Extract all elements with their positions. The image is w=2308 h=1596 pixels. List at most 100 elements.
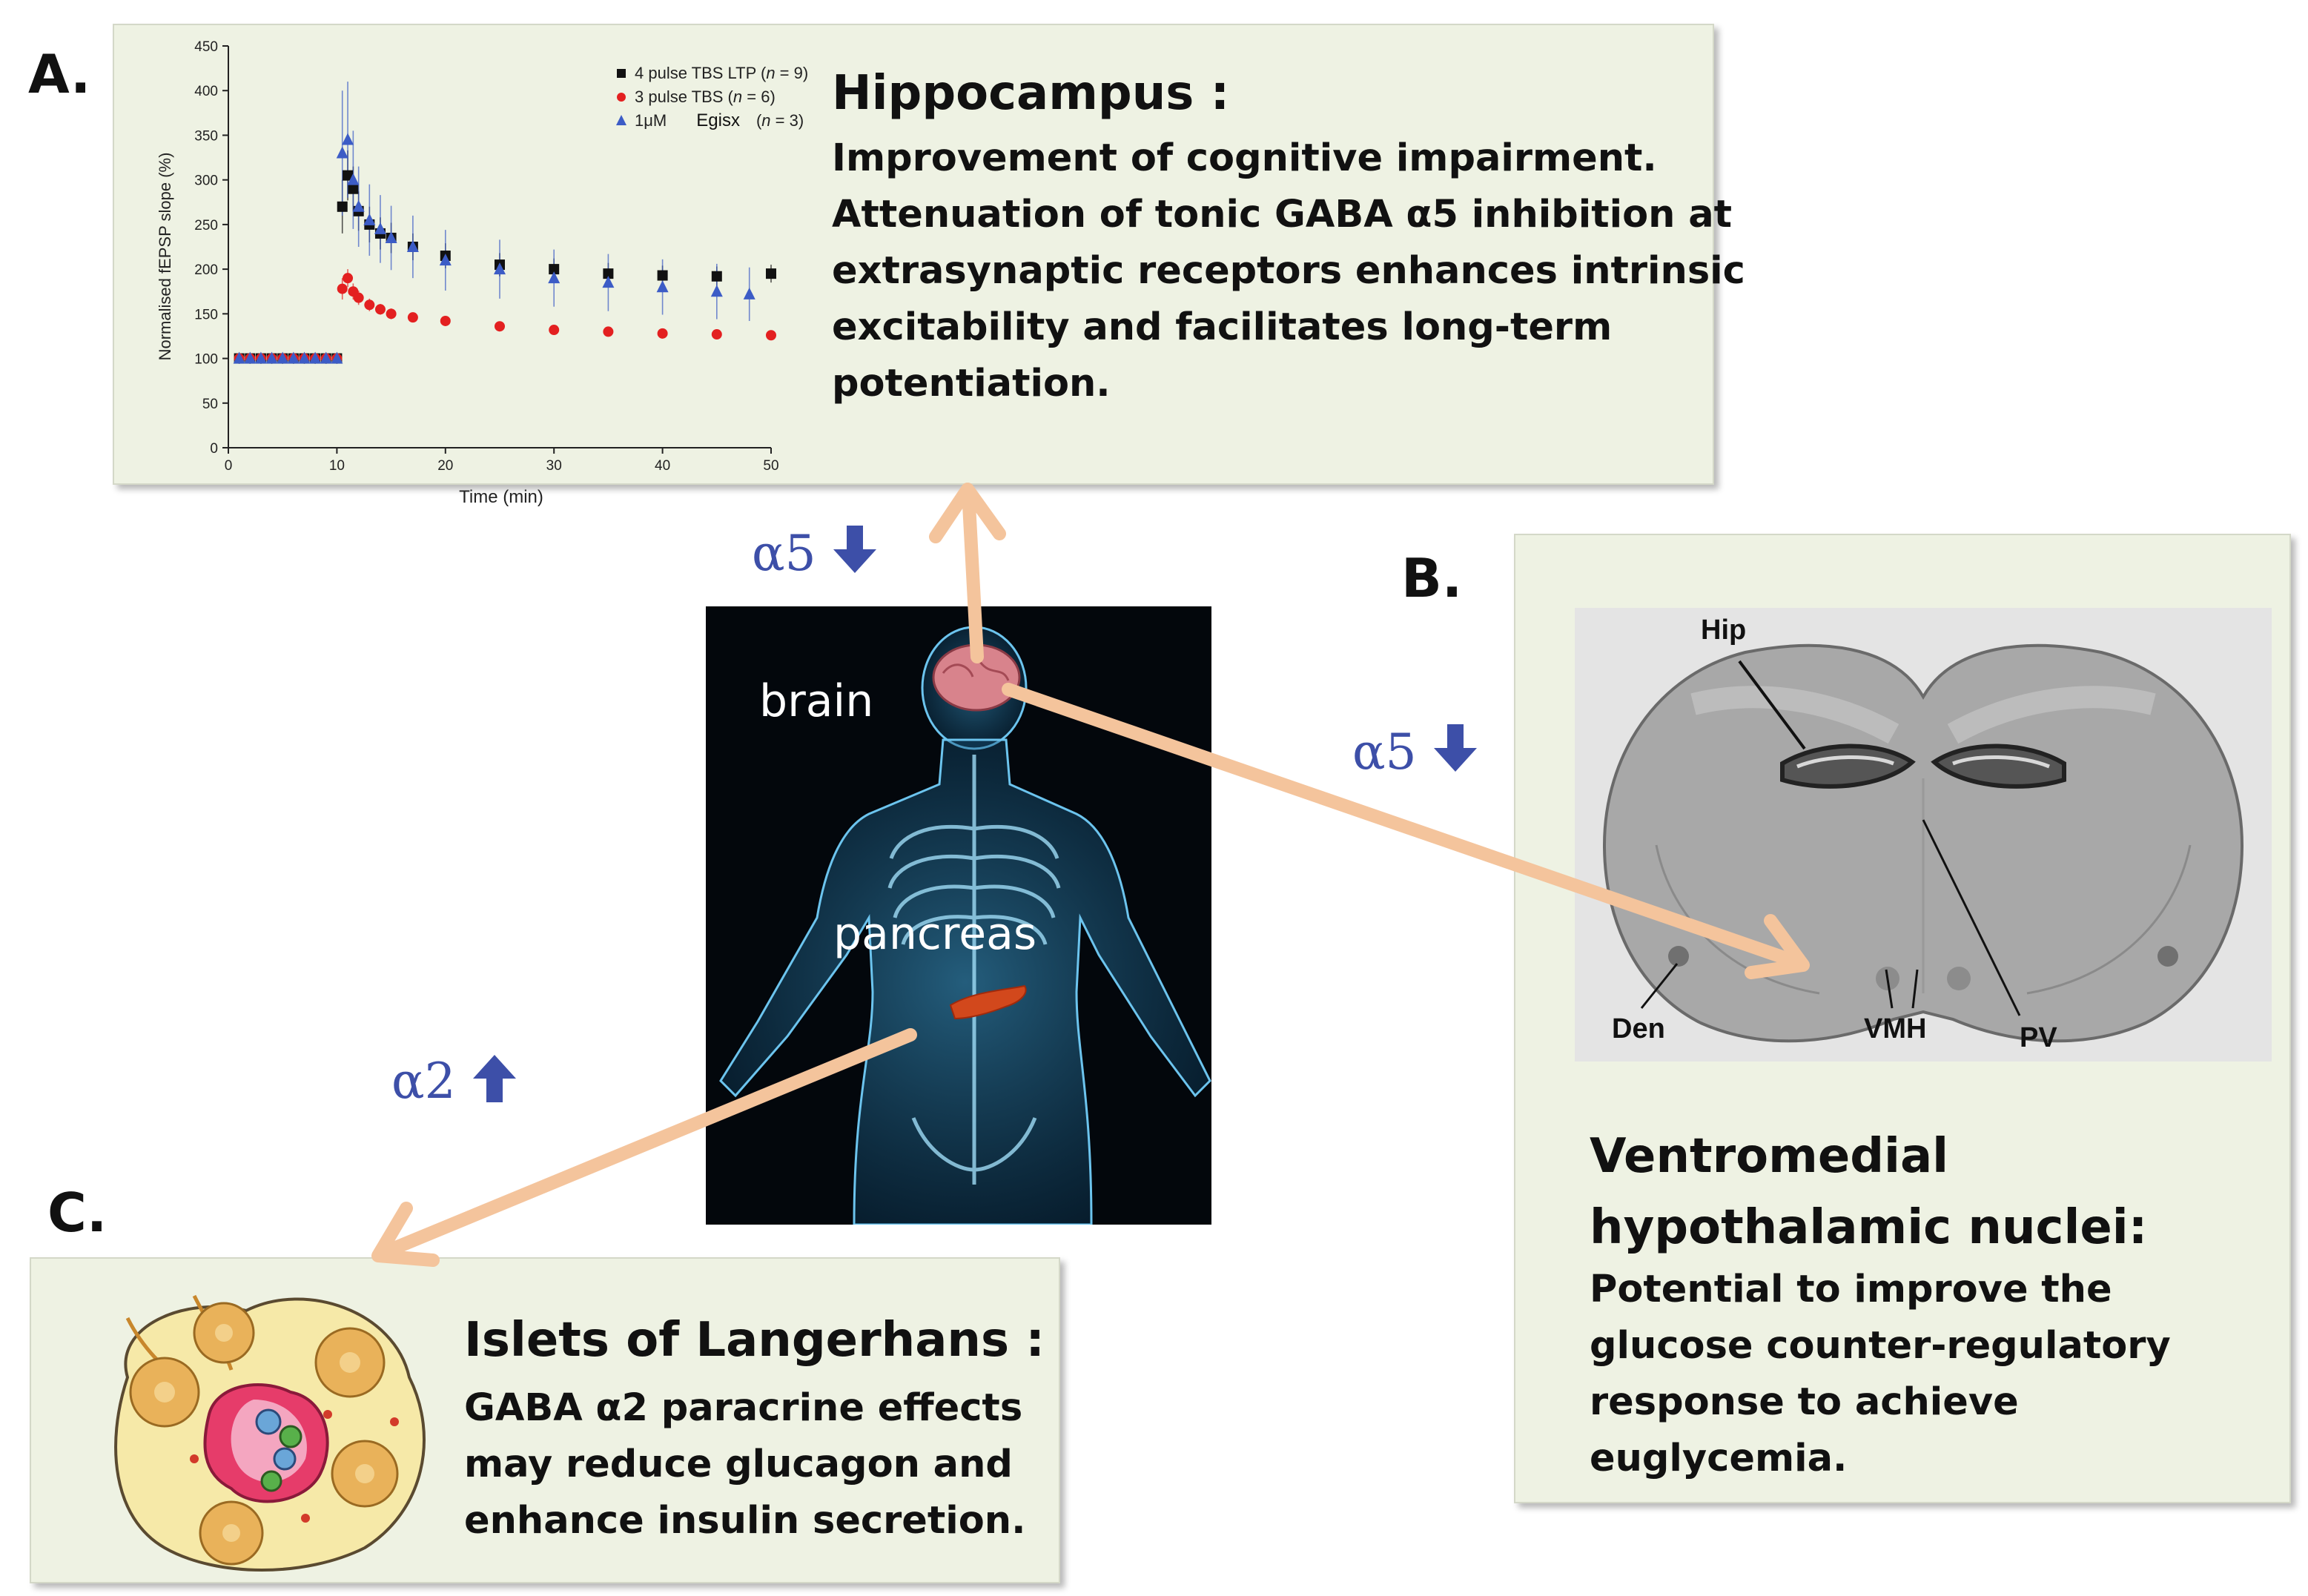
data-point-series-1	[407, 312, 418, 323]
chart-legend: 4 pulse TBS LTP ( n = 9)3 pulse TBS (n = …	[616, 64, 808, 130]
data-point-series-2	[710, 285, 723, 297]
panel-a-letter: A.	[28, 43, 91, 105]
label-hip: Hip	[1701, 615, 1746, 646]
data-point-series-1	[495, 321, 505, 332]
data-point-series-2	[336, 146, 348, 159]
legend-text: 4 pulse TBS LTP (	[635, 64, 767, 82]
panel-b-line: response to achieve	[1590, 1380, 2019, 1424]
x-tick-label: 0	[225, 458, 233, 474]
data-point-series-2	[342, 133, 354, 145]
legend-drug-name: Egisx	[696, 110, 740, 130]
y-tick-label: 250	[194, 218, 218, 234]
data-point-series-0	[766, 268, 776, 279]
y-tick-label: 0	[210, 441, 218, 457]
data-point-series-0	[657, 270, 668, 281]
chart-x-label: Time (min)	[459, 487, 543, 507]
x-tick-label: 40	[655, 458, 670, 474]
y-tick-label: 200	[194, 262, 218, 278]
hippocampus-shape	[1780, 744, 2066, 789]
pancreas-organ	[949, 984, 1027, 1020]
up-arrow-icon	[472, 1055, 516, 1102]
legend-text: 1μM	[635, 111, 667, 130]
data-point-series-1	[766, 330, 776, 341]
y-tick-label: 450	[194, 39, 218, 55]
panel-b-line: glucose counter-regulatory	[1590, 1324, 2171, 1368]
panel-a-line: Improvement of cognitive impairment.	[832, 136, 1657, 180]
data-point-series-0	[348, 183, 359, 194]
data-point-series-2	[298, 351, 311, 364]
y-tick-label: 350	[194, 128, 218, 144]
legend-text: = 9)	[776, 64, 809, 82]
panel-a-title: Hippocampus :	[832, 66, 1230, 121]
data-point-series-2	[406, 240, 419, 252]
panel-b-title-line: hypothalamic nuclei:	[1590, 1200, 2148, 1255]
data-point-series-2	[363, 213, 376, 225]
x-tick-label: 50	[763, 458, 778, 474]
data-point-series-1	[440, 315, 451, 326]
subunit-label-left: α2	[391, 1053, 518, 1110]
body-figure-image: brain pancreas	[706, 606, 1211, 1225]
data-point-series-1	[374, 304, 386, 315]
data-point-series-1	[353, 292, 364, 303]
panel-b-title-line: Ventromedial	[1590, 1129, 1949, 1184]
panel-c-body: GABA α2 paracrine effects may reduce glu…	[464, 1380, 1025, 1549]
down-arrow-icon	[1433, 724, 1477, 772]
panel-c-line: GABA α2 paracrine effects	[464, 1386, 1023, 1430]
subunit-text: α2	[391, 1053, 456, 1110]
data-point-series-2	[244, 351, 257, 364]
data-point-series-2	[331, 351, 343, 364]
panel-b-line: Potential to improve the	[1590, 1268, 2112, 1311]
legend-label: 3 pulse TBS (n = 6)	[635, 87, 776, 106]
panel-c-line: enhance insulin secretion.	[464, 1499, 1026, 1543]
panel-a-line: potentiation.	[832, 362, 1111, 405]
panel-b-title: Ventromedial hypothalamic nuclei:	[1590, 1121, 2147, 1263]
panel-a-line: extrasynaptic receptors enhances intrins…	[832, 249, 1745, 293]
label-vmh: VMH	[1864, 1013, 1926, 1044]
data-point-series-1	[657, 328, 668, 339]
data-point-series-2	[265, 351, 278, 364]
data-point-series-2	[233, 351, 245, 364]
legend-text: (	[756, 111, 762, 130]
data-point-series-2	[439, 254, 452, 266]
legend-text: = 3)	[771, 111, 804, 130]
data-point-series-2	[743, 287, 755, 299]
data-point-series-2	[374, 222, 386, 234]
data-point-series-2	[254, 351, 267, 364]
panel-a-line: excitability and facilitates long-term	[832, 305, 1613, 349]
brain-section-image: Hip Den VMH PV	[1575, 608, 2272, 1062]
legend-italic: n	[733, 87, 742, 106]
data-point-series-2	[494, 262, 506, 275]
subunit-label-top: α5	[752, 525, 878, 582]
data-point-series-2	[287, 351, 300, 364]
data-point-series-0	[343, 170, 354, 181]
data-point-series-2	[656, 280, 669, 293]
subunit-label-right: α5	[1352, 724, 1478, 781]
y-tick-label: 300	[194, 173, 218, 189]
data-point-series-0	[549, 264, 560, 275]
y-tick-label: 400	[194, 84, 218, 99]
data-point-series-1	[343, 273, 354, 284]
data-point-series-2	[277, 351, 289, 364]
legend-marker	[617, 69, 626, 78]
x-tick-label: 10	[329, 458, 345, 474]
data-point-series-2	[385, 231, 397, 243]
down-arrow-icon	[833, 526, 876, 573]
legend-text: = 6)	[742, 87, 776, 106]
data-point-series-1	[711, 329, 722, 340]
data-point-series-2	[352, 199, 365, 212]
subunit-text: α5	[1352, 724, 1417, 781]
panel-c-title: Islets of Langerhans :	[464, 1313, 1045, 1368]
data-point-series-2	[309, 351, 322, 364]
data-point-series-2	[320, 351, 332, 364]
y-tick-label: 100	[194, 352, 218, 368]
chart-y-label: Normalised fEPSP slope (%)	[156, 153, 174, 361]
data-point-series-1	[603, 326, 614, 337]
panel-a-body: Improvement of cognitive impairment. Att…	[832, 130, 1745, 412]
pancreas-label: pancreas	[833, 908, 1036, 960]
legend-marker	[617, 93, 626, 102]
data-point-series-1	[386, 308, 397, 319]
panel-a-line: Attenuation of tonic GABA α5 inhibition …	[832, 193, 1733, 236]
panel-b-ventromedial: Hip Den VMH PV Ventromedial hypothalamic…	[1514, 534, 2291, 1503]
